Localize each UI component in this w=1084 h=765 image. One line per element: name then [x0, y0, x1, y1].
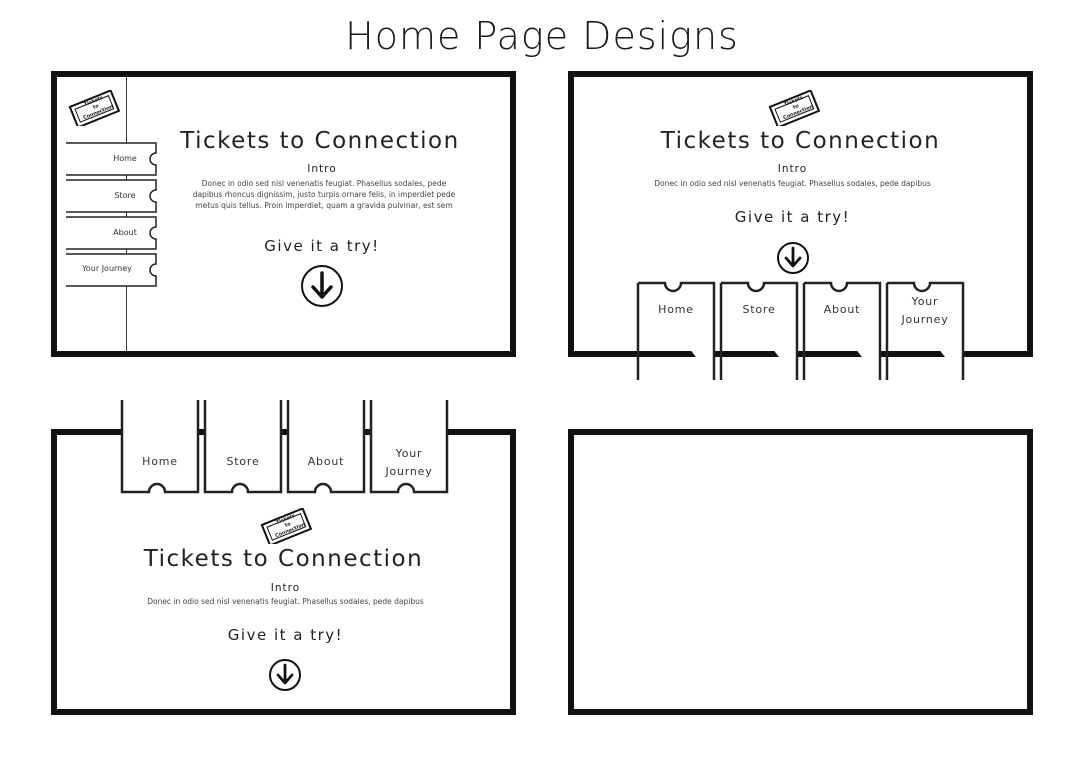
design-2-logo-icon [768, 90, 821, 126]
design-3-arrow-down-icon[interactable] [268, 658, 302, 692]
design-3-intro-heading: Intro [270, 582, 301, 594]
design-1-nav-about[interactable]: About [113, 228, 137, 237]
design-1-site-title: Tickets to Connection [180, 128, 460, 154]
design-1-side-tabs [66, 142, 157, 287]
design-3-nav-journey[interactable]: Your Journey [385, 447, 433, 478]
design-1-nav-journey[interactable]: Your Journey [82, 264, 132, 273]
design-4-frame-empty [568, 429, 1033, 715]
design-2-intro-heading: Intro [777, 163, 808, 175]
design-1-nav-store[interactable]: Store [114, 191, 136, 200]
design-2-arrow-down-icon[interactable] [776, 241, 810, 275]
design-3-site-title: Tickets to Connection [143, 546, 424, 572]
design-2-intro-text: Donec in odio sed nisl venenatis feugiat… [654, 179, 931, 188]
page-title: Home Page Designs [345, 14, 739, 58]
design-3-intro-text: Donec in odio sed nisl venenatis feugiat… [147, 597, 424, 606]
design-1-frame [51, 71, 516, 357]
design-3-nav-store[interactable]: Store [226, 455, 260, 468]
design-1-sidebar-divider [126, 77, 127, 351]
design-1-nav-home[interactable]: Home [113, 154, 137, 163]
design-2-cta[interactable]: Give it a try! [734, 208, 851, 226]
design-2-nav-home[interactable]: Home [658, 303, 694, 316]
design-1-logo-icon [68, 90, 121, 126]
design-3-nav-about[interactable]: About [307, 455, 345, 468]
design-1-intro-text: Donec in odio sed nisl venenatis feugiat… [192, 179, 456, 210]
design-2-nav-about[interactable]: About [823, 303, 861, 316]
design-1-intro-heading: Intro [307, 163, 337, 175]
design-2-nav-journey[interactable]: Your Journey [901, 295, 949, 326]
design-2-site-title: Tickets to Connection [660, 128, 941, 154]
design-2-nav-store[interactable]: Store [742, 303, 776, 316]
design-2-ticket-tabs [636, 281, 965, 380]
design-1-cta[interactable]: Give it a try! [264, 237, 380, 255]
design-3-ticket-tabs [120, 400, 449, 494]
design-3-nav-home[interactable]: Home [142, 455, 178, 468]
design-3-logo-icon [260, 508, 313, 544]
design-3-cta[interactable]: Give it a try! [227, 626, 344, 644]
design-1-arrow-down-icon[interactable] [300, 264, 344, 308]
